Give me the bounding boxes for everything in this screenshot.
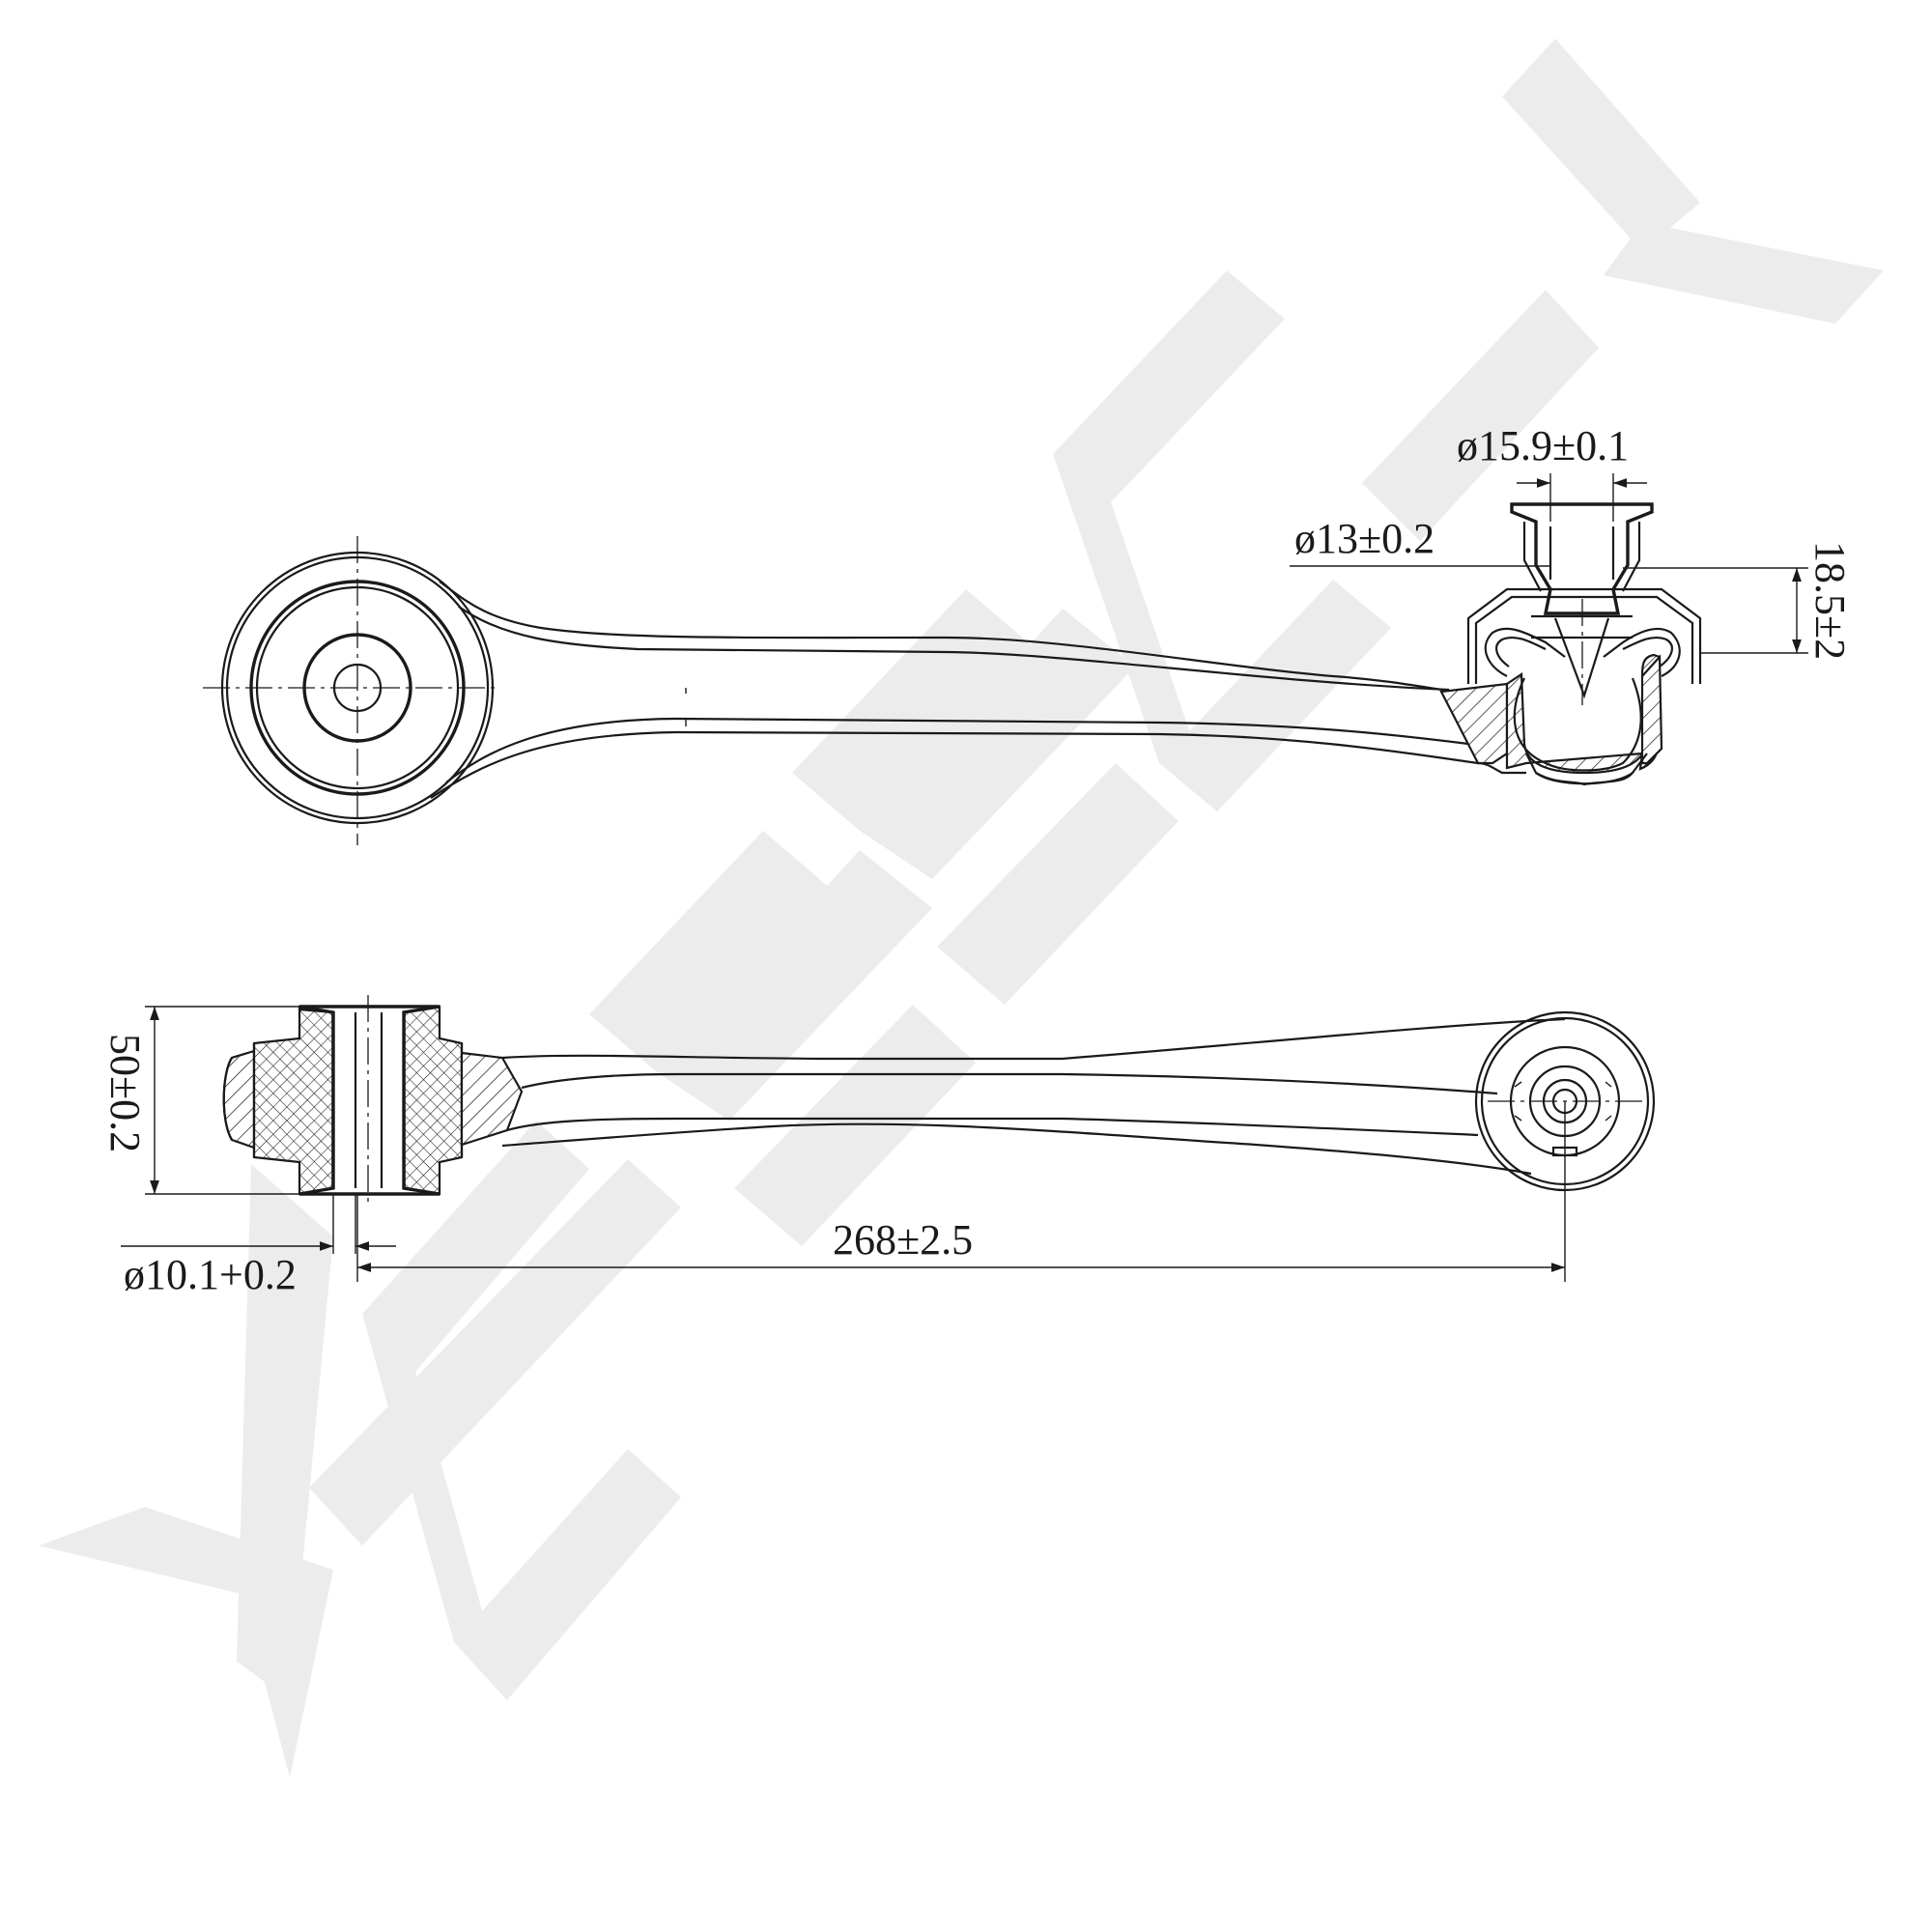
arm-body-top [430,581,1479,799]
dim-taper-diameter: ø13±0.2 [1290,515,1550,567]
dim-bore-diameter: ø10.1+0.2 [121,1194,396,1298]
bushing-width-label: 50±0.2 [101,1034,149,1152]
ball-joint-section [1439,502,1702,786]
dim-stud-diameter: ø15.9±0.1 [1457,422,1647,522]
bushing-eye-top [203,536,497,845]
dim-ball-height: 18.5±2 [1623,541,1854,660]
center-distance-label: 268±2.5 [833,1216,973,1264]
ball-height-label: 18.5±2 [1806,541,1854,660]
dim-bushing-width: 50±0.2 [101,1006,299,1195]
ball-joint-end-side [1474,1010,1656,1282]
taper-diameter-label: ø13±0.2 [1294,515,1435,562]
bushing-section [222,995,524,1208]
stud-diameter-label: ø15.9±0.1 [1457,422,1629,469]
arm-body-side [501,1017,1566,1176]
dim-center-distance: 268±2.5 [356,1194,1565,1282]
side-view: 50±0.2 ø10.1+0.2 268±2.5 [101,995,1656,1298]
top-view: ø15.9±0.1 ø13±0.2 18.5±2 [203,422,1854,845]
watermark-logo [39,39,1884,1777]
bore-diameter-label: ø10.1+0.2 [124,1251,297,1298]
